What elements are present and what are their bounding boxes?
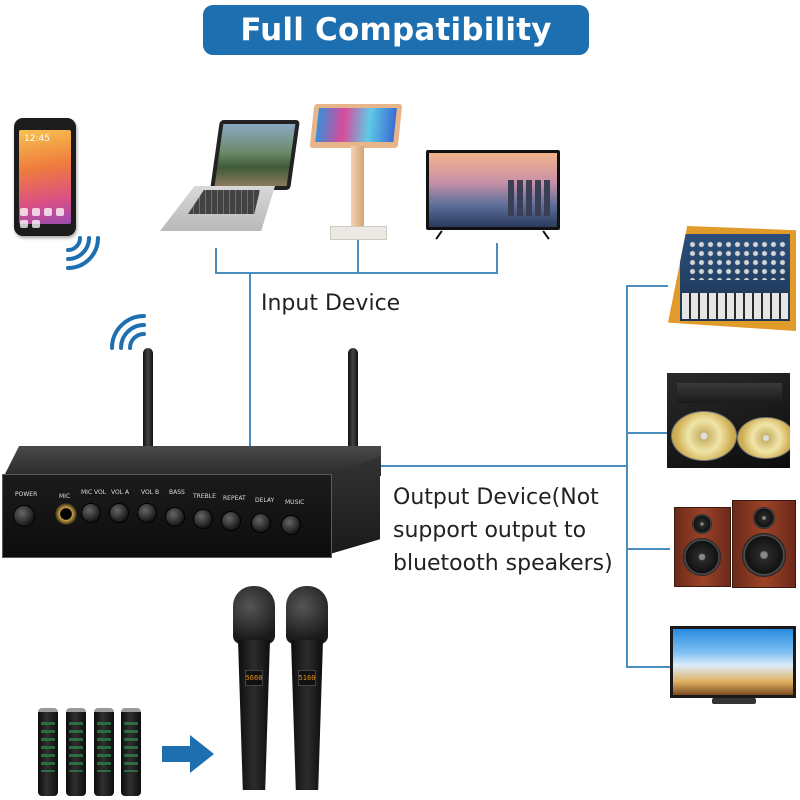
power-button[interactable] — [13, 505, 35, 527]
knob-label: MUSIC — [285, 499, 305, 506]
knob-label: MIC VOL — [81, 489, 107, 496]
output-device-label: Output Device(Not support output to blue… — [393, 485, 613, 576]
battery — [66, 708, 86, 796]
connector-line — [626, 432, 668, 434]
television-small-image — [670, 626, 796, 698]
mic-input-jack[interactable] — [55, 503, 77, 525]
knob-label: DELAY — [255, 497, 275, 504]
laptop-screen-image — [210, 120, 300, 190]
speaker-left-image — [674, 507, 731, 587]
receiver-side — [330, 456, 380, 554]
mic-vol-knob[interactable] — [81, 503, 101, 523]
antenna-right — [348, 348, 358, 454]
power-label: POWER — [15, 491, 38, 498]
knob-label: REPEAT — [223, 495, 246, 502]
mic-display: 5660 — [245, 670, 263, 686]
title-banner: Full Compatibility — [203, 5, 589, 55]
connector-line — [381, 465, 627, 467]
kiosk-pole-image — [351, 146, 364, 228]
knob-label: VOL A — [111, 489, 130, 496]
dvd-player-image — [667, 373, 790, 468]
wifi-icon — [110, 314, 146, 350]
television-image — [426, 150, 560, 230]
battery — [121, 708, 141, 796]
connector-line — [215, 272, 498, 274]
smartphone-image: 12:45 — [14, 118, 76, 236]
connector-line — [496, 243, 498, 273]
connector-line — [215, 248, 217, 273]
connector-line — [249, 272, 251, 446]
arrow-right-icon — [162, 735, 214, 773]
receiver-top — [4, 446, 381, 476]
microphone-head — [233, 586, 275, 644]
knob-label: VOL B — [141, 489, 160, 496]
microphone-body — [238, 640, 270, 790]
kiosk-foot-image — [330, 226, 387, 240]
vol-a-knob[interactable] — [109, 503, 129, 523]
mic-label: MIC — [59, 493, 71, 500]
page-title: Full Compatibility — [240, 12, 552, 48]
treble-knob[interactable] — [193, 509, 213, 529]
music-knob[interactable] — [281, 515, 301, 535]
speaker-right-image — [732, 500, 796, 588]
knob-label: TREBLE — [193, 493, 216, 500]
audio-mixer-image — [668, 226, 796, 331]
tv-leg-left — [435, 230, 443, 240]
mic-display: 5160 — [298, 670, 316, 686]
tv-leg-right — [542, 230, 550, 240]
microphone-body — [291, 640, 323, 790]
connector-line — [626, 285, 628, 668]
delay-knob[interactable] — [251, 513, 271, 533]
battery — [94, 708, 114, 796]
connector-line — [626, 666, 670, 668]
connector-line — [626, 548, 670, 550]
microphone-head — [286, 586, 328, 644]
tv-stand — [712, 698, 756, 704]
repeat-knob[interactable] — [221, 511, 241, 531]
vol-b-knob[interactable] — [137, 503, 157, 523]
battery — [38, 708, 58, 796]
wifi-icon — [66, 236, 100, 270]
knob-label: BASS — [169, 489, 185, 496]
karaoke-kiosk-image — [309, 104, 403, 148]
input-device-label: Input Device — [261, 291, 401, 316]
bass-knob[interactable] — [165, 507, 185, 527]
antenna-left — [143, 348, 153, 452]
connector-line — [357, 240, 359, 273]
connector-line — [626, 285, 668, 287]
receiver-front-panel: POWER MIC MIC VOL VOL A VOL B BASS TREBL… — [2, 474, 332, 558]
